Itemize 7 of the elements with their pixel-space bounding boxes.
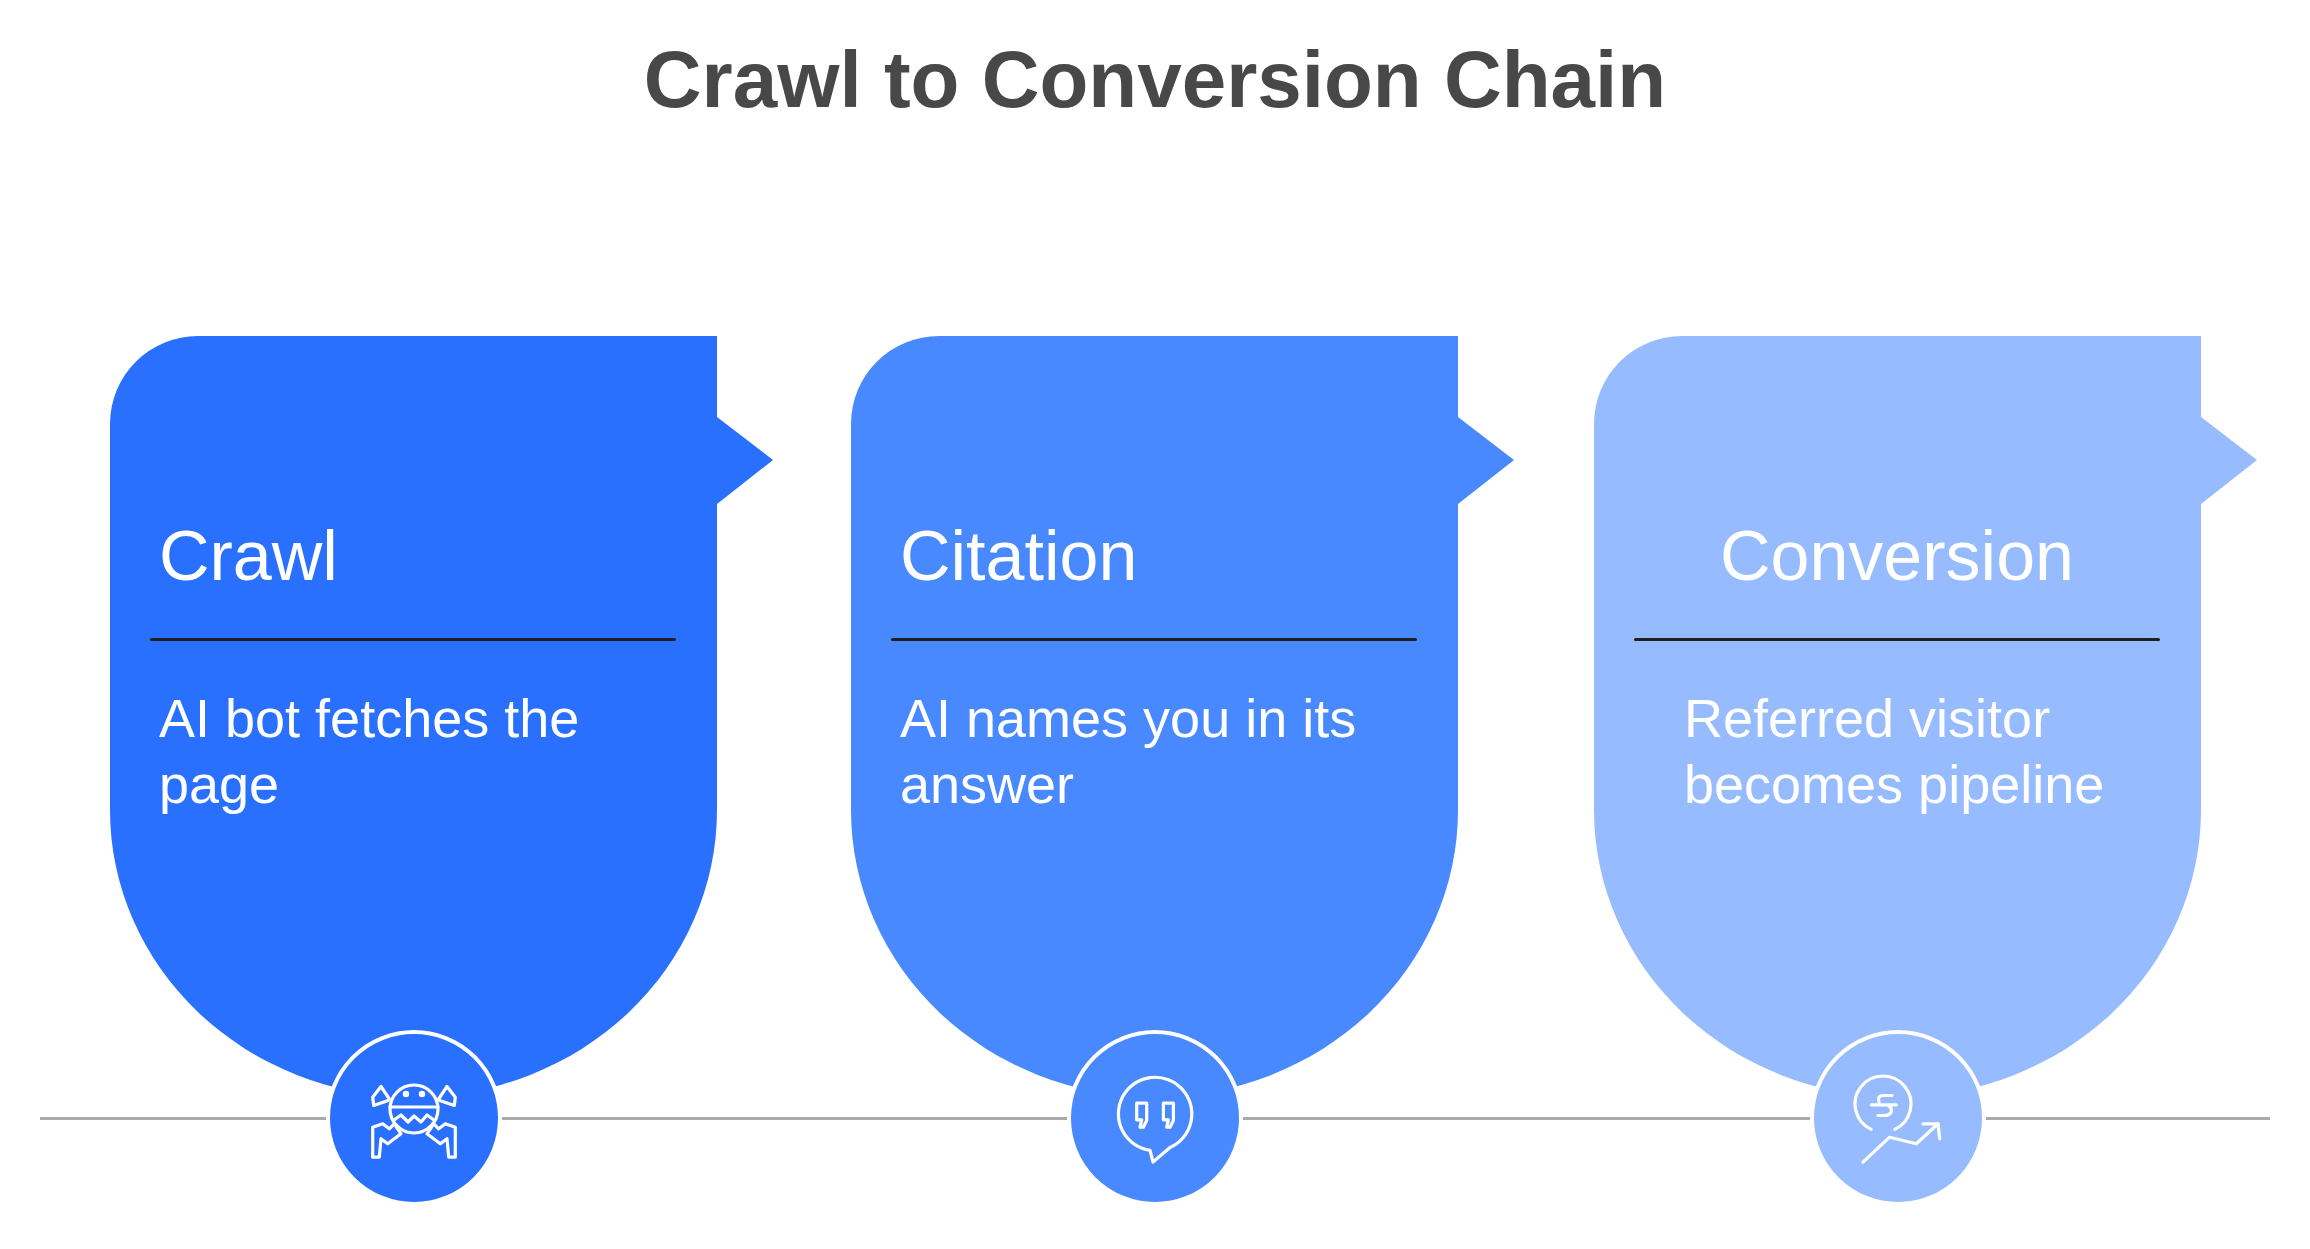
card-description: AI names you in its answer — [900, 687, 1358, 816]
card-heading: Conversion — [1719, 516, 2075, 596]
card-heading: Crawl — [159, 516, 338, 596]
card-description: AI bot fetches the page — [159, 687, 581, 816]
diagram-title: Crawl to Conversion Chain — [643, 34, 1667, 126]
card-description: Referred visitor becomes pipeline — [1684, 687, 2106, 816]
card-heading: Citation — [900, 516, 1138, 596]
